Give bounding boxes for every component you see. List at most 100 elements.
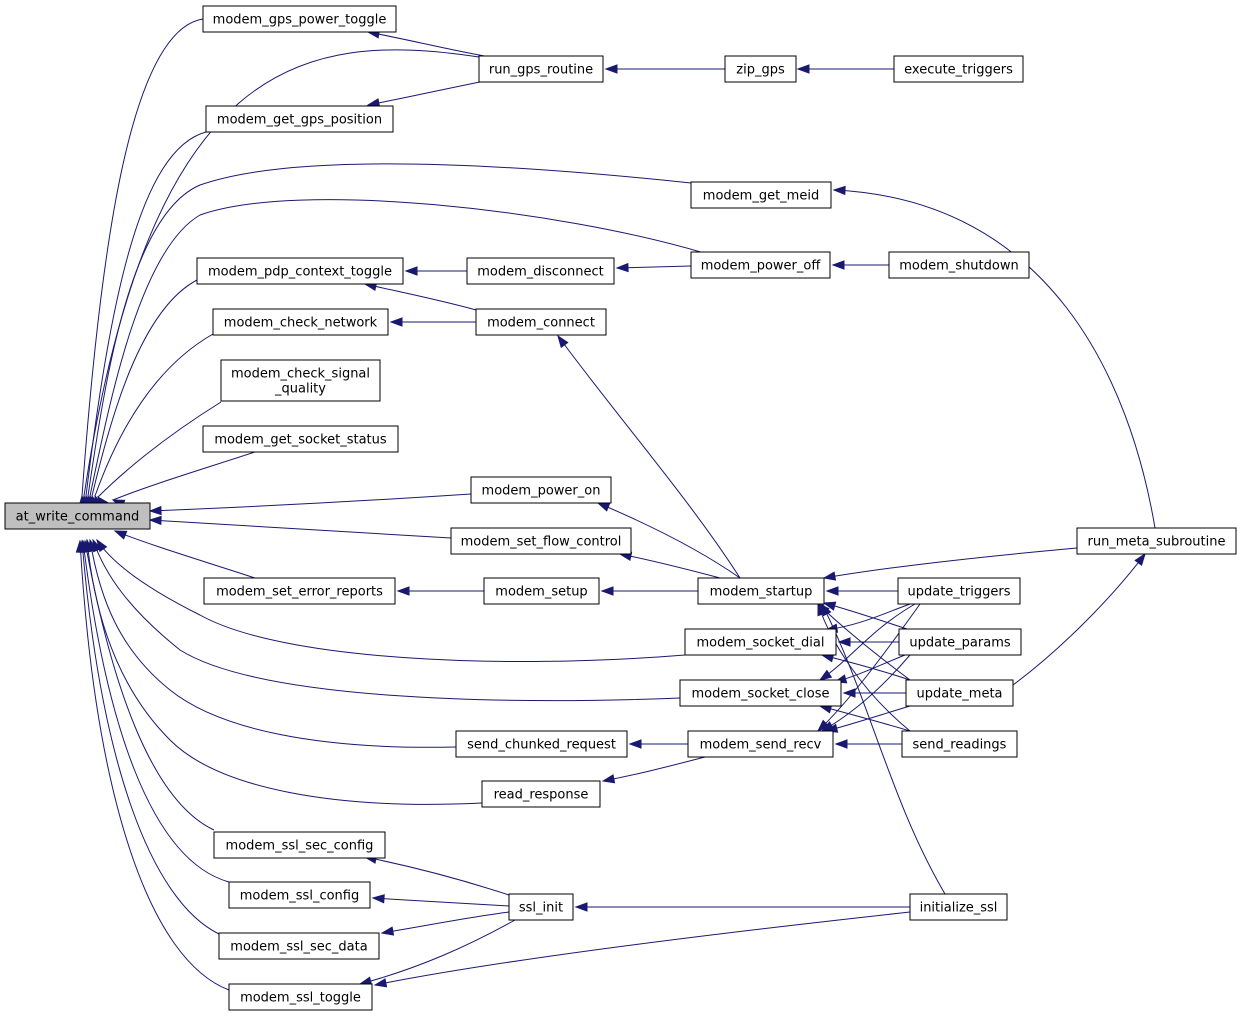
node-modem-ssl-sec-config[interactable]: modem_ssl_sec_config: [213, 831, 386, 859]
arrow-head: [574, 902, 588, 912]
edge-ssl_init-to-modem_ssl_sec_config: [363, 854, 516, 898]
node-run-gps-routine[interactable]: run_gps_routine: [478, 55, 604, 83]
edge-line: [149, 493, 472, 512]
edge-line: [372, 897, 510, 907]
edge-modem_power_on-to-at_write_command: [148, 493, 472, 516]
node-label: _quality: [274, 382, 326, 397]
node-ssl-init[interactable]: ssl_init: [508, 893, 574, 921]
node-box: [202, 5, 397, 33]
node-update-triggers[interactable]: update_triggers: [897, 577, 1021, 605]
node-box: [481, 780, 601, 808]
edge-modem_ssl_toggle-to-at_write_command: [75, 539, 230, 991]
node-modem-gps-power-toggle[interactable]: modem_gps_power_toggle: [202, 5, 397, 33]
arrow-head: [604, 64, 618, 74]
node-modem-ssl-config[interactable]: modem_ssl_config: [228, 881, 371, 909]
node-modem-disconnect[interactable]: modem_disconnect: [466, 257, 615, 285]
edge-update_triggers-to-modem_socket_close: [818, 603, 916, 681]
node-label: modem_ssl_config: [240, 889, 359, 904]
arrow-head: [371, 894, 385, 904]
edge-line: [817, 603, 911, 732]
node-modem-send-recv[interactable]: modem_send_recv: [687, 730, 834, 758]
node-label: modem_ssl_toggle: [240, 991, 361, 1006]
node-box: [1076, 527, 1237, 555]
edge-line: [359, 919, 516, 985]
node-modem-set-flow-control[interactable]: modem_set_flow_control: [450, 527, 632, 555]
edge-modem_power_off-to-at_write_command: [88, 199, 705, 509]
node-zip-gps[interactable]: zip_gps: [724, 55, 797, 83]
edge-modem_ssl_sec_data-to-at_write_command: [78, 539, 220, 935]
node-label: update_params: [909, 636, 1010, 651]
node-modem-get-meid[interactable]: modem_get_meid: [690, 181, 832, 209]
node-modem-startup[interactable]: modem_startup: [697, 577, 825, 605]
arrow-head: [148, 505, 162, 516]
edge-line: [367, 31, 491, 58]
edge-send_readings-to-modem_send_recv: [834, 739, 902, 749]
edge-line: [82, 540, 230, 883]
edge-ssl_init-to-modem_ssl_toggle: [358, 919, 516, 986]
node-label: modem_shutdown: [899, 259, 1018, 274]
node-modem-socket-close[interactable]: modem_socket_close: [679, 679, 842, 707]
edge-line: [81, 540, 220, 935]
node-modem-power-off[interactable]: modem_power_off: [690, 251, 831, 279]
node-box: [909, 893, 1008, 921]
edge-line: [833, 189, 1156, 529]
node-update-meta[interactable]: update_meta: [905, 679, 1014, 707]
edge-modem_startup-to-modem_setup: [600, 586, 698, 596]
node-at-write-command[interactable]: at_write_command: [4, 502, 151, 530]
edge-line: [364, 283, 477, 311]
edge-update_triggers-to-modem_startup: [825, 586, 898, 596]
node-label: modem_get_gps_position: [217, 113, 382, 128]
arrow-head: [389, 317, 403, 327]
node-modem-connect[interactable]: modem_connect: [475, 308, 607, 336]
node-box: [470, 476, 612, 504]
edge-run_meta_subroutine-to-modem_get_meid: [832, 185, 1156, 529]
node-modem-set-error-reports[interactable]: modem_set_error_reports: [203, 577, 396, 605]
edge-modem_set_error_reports-to-at_write_command: [113, 530, 256, 579]
node-label: execute_triggers: [904, 63, 1013, 78]
edge-modem_get_meid-to-at_write_command: [85, 163, 692, 509]
node-send-readings[interactable]: send_readings: [901, 730, 1018, 758]
arrow-head: [615, 262, 629, 273]
arrow-head: [600, 586, 614, 596]
nodes: at_write_command modem_gps_power_toggleru…: [4, 5, 1237, 1011]
node-label: modem_power_off: [701, 259, 822, 274]
node-label: run_gps_routine: [489, 63, 593, 78]
node-box: [450, 527, 632, 555]
edge-modem_socket_close-to-at_write_command: [92, 538, 681, 702]
node-read-response[interactable]: read_response: [481, 780, 601, 808]
edge-modem_send_recv-to-send_chunked_request: [628, 739, 688, 749]
node-run-meta-subroutine[interactable]: run_meta_subroutine: [1076, 527, 1237, 555]
node-label: modem_ssl_sec_data: [230, 940, 367, 955]
node-modem-power-on[interactable]: modem_power_on: [470, 476, 612, 504]
node-modem-socket-dial[interactable]: modem_socket_dial: [684, 628, 837, 656]
node-modem-get-socket-status[interactable]: modem_get_socket_status: [202, 425, 399, 453]
node-label: modem_power_on: [482, 484, 601, 499]
node-box: [203, 577, 396, 605]
node-modem-pdp-context-toggle[interactable]: modem_pdp_context_toggle: [196, 257, 404, 285]
node-modem-ssl-sec-data[interactable]: modem_ssl_sec_data: [218, 932, 380, 960]
node-send-chunked-request[interactable]: send_chunked_request: [455, 730, 628, 758]
node-modem-shutdown[interactable]: modem_shutdown: [888, 251, 1030, 279]
edge-modem_send_recv-to-read_response: [601, 756, 706, 784]
edge-line: [92, 539, 681, 702]
arrow-head: [816, 719, 830, 733]
node-modem-get-gps-position[interactable]: modem_get_gps_position: [205, 105, 394, 133]
arrow-head: [628, 739, 642, 749]
node-box: [228, 881, 371, 909]
node-box: [196, 257, 404, 285]
node-modem-check-network[interactable]: modem_check_network: [212, 308, 389, 336]
node-box: [478, 55, 604, 83]
node-execute-triggers[interactable]: execute_triggers: [893, 55, 1024, 83]
node-update-params[interactable]: update_params: [898, 628, 1022, 656]
edge-modem_connect-to-modem_check_network: [389, 317, 476, 327]
edge-modem_get_socket_status-to-at_write_command: [111, 451, 256, 509]
edge-execute_triggers-to-zip_gps: [796, 64, 894, 74]
node-initialize-ssl[interactable]: initialize_ssl: [909, 893, 1008, 921]
node-modem-setup[interactable]: modem_setup: [483, 577, 600, 605]
node-modem-check-signal-quality[interactable]: modem_check_signal_quality: [220, 359, 381, 402]
node-modem-ssl-toggle[interactable]: modem_ssl_toggle: [228, 983, 373, 1011]
node-label: update_meta: [916, 687, 1002, 702]
edge-line: [81, 18, 204, 497]
node-box: [202, 425, 399, 453]
